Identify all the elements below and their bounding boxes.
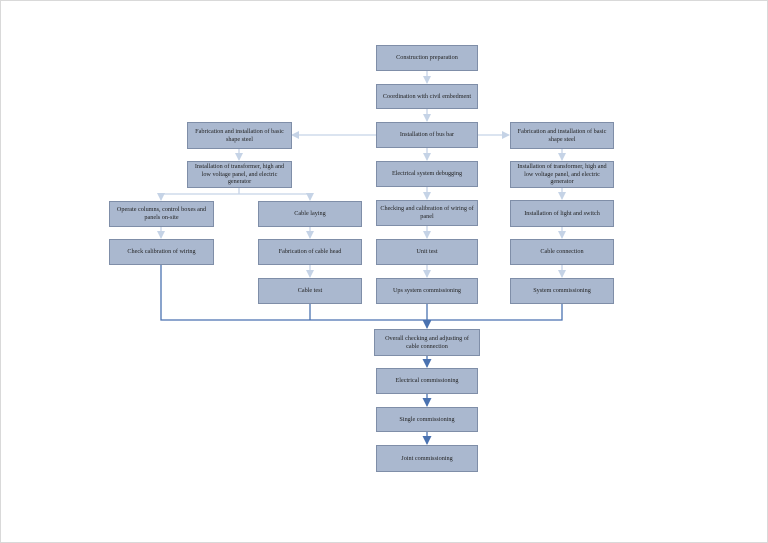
- node-electrical-system-debugging: Electrical system debugging: [376, 161, 478, 187]
- node-unit-test: Unit test: [376, 239, 478, 265]
- node-system-commissioning: System commissioning: [510, 278, 614, 304]
- node-joint-commissioning: Joint commissioning: [376, 445, 478, 472]
- node-install-light-switch: Installation of light and switch: [510, 200, 614, 227]
- merge-line: [160, 265, 563, 321]
- node-cable-test: Cable test: [258, 278, 362, 304]
- node-cable-connection: Cable connection: [510, 239, 614, 265]
- node-cable-laying: Cable laying: [258, 201, 362, 227]
- node-installation-bus-bar: Installation of bus bar: [376, 122, 478, 148]
- node-single-commissioning: Single commissioning: [376, 407, 478, 432]
- node-install-transformer-left: Installation of transformer, high and lo…: [187, 161, 292, 188]
- node-fab-steel-left: Fabrication and installation of basic sh…: [187, 122, 292, 149]
- node-construction-preparation: Construction preparation: [376, 45, 478, 71]
- node-coordination-civil: Coordination with civil embedment: [376, 84, 478, 109]
- node-fabrication-cable-head: Fabrication of cable head: [258, 239, 362, 265]
- node-install-transformer-right: Installation of transformer, high and lo…: [510, 161, 614, 188]
- node-checking-calibration-panel: Checking and calibration of wiring of pa…: [376, 200, 478, 226]
- node-electrical-commissioning: Electrical commissioning: [376, 368, 478, 394]
- node-overall-checking: Overall checking and adjusting of cable …: [374, 329, 480, 356]
- node-operate-columns: Operate columns, control boxes and panel…: [109, 201, 214, 227]
- node-fab-steel-right: Fabrication and installation of basic sh…: [510, 122, 614, 149]
- node-check-calibration-wiring: Check calibration of wiring: [109, 239, 214, 265]
- node-ups-commissioning: Ups system commissioning: [376, 278, 478, 304]
